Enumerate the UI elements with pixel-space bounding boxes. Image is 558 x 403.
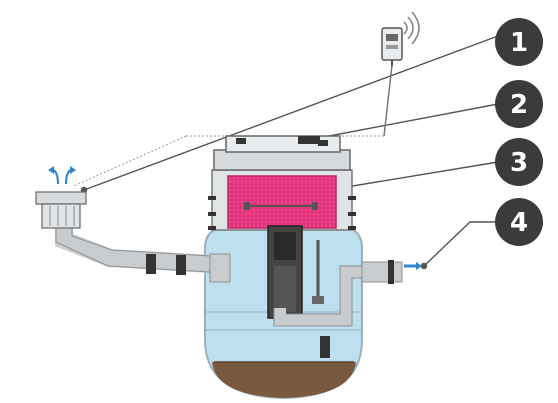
callout-label-1: 1 [510,28,528,58]
inlet-strainer [36,192,86,228]
drain-valve [320,336,330,358]
tank-lid [214,136,350,170]
callout-label-4: 4 [510,208,528,238]
inflow-pipe [56,224,230,282]
leader-line-4 [424,222,498,266]
callout-badge-1: 1 [495,18,543,66]
callout-label-2: 2 [510,90,528,120]
callout-label-3: 3 [510,148,528,178]
sludge-layer [212,362,356,398]
alarm-box-icon [382,28,402,66]
callout-badge-3: 3 [495,138,543,186]
wifi-signal-icon [404,12,419,44]
outflow-arrow-icon [404,262,422,270]
filter-cartridge [228,176,336,228]
leader-line-2 [308,104,498,140]
leader-dot-4 [422,264,427,269]
callout-badge-2: 2 [495,80,543,128]
outflow-pipe [362,260,402,284]
inflow-arrow-icon [48,166,76,184]
callout-badge-4: 4 [495,198,543,246]
